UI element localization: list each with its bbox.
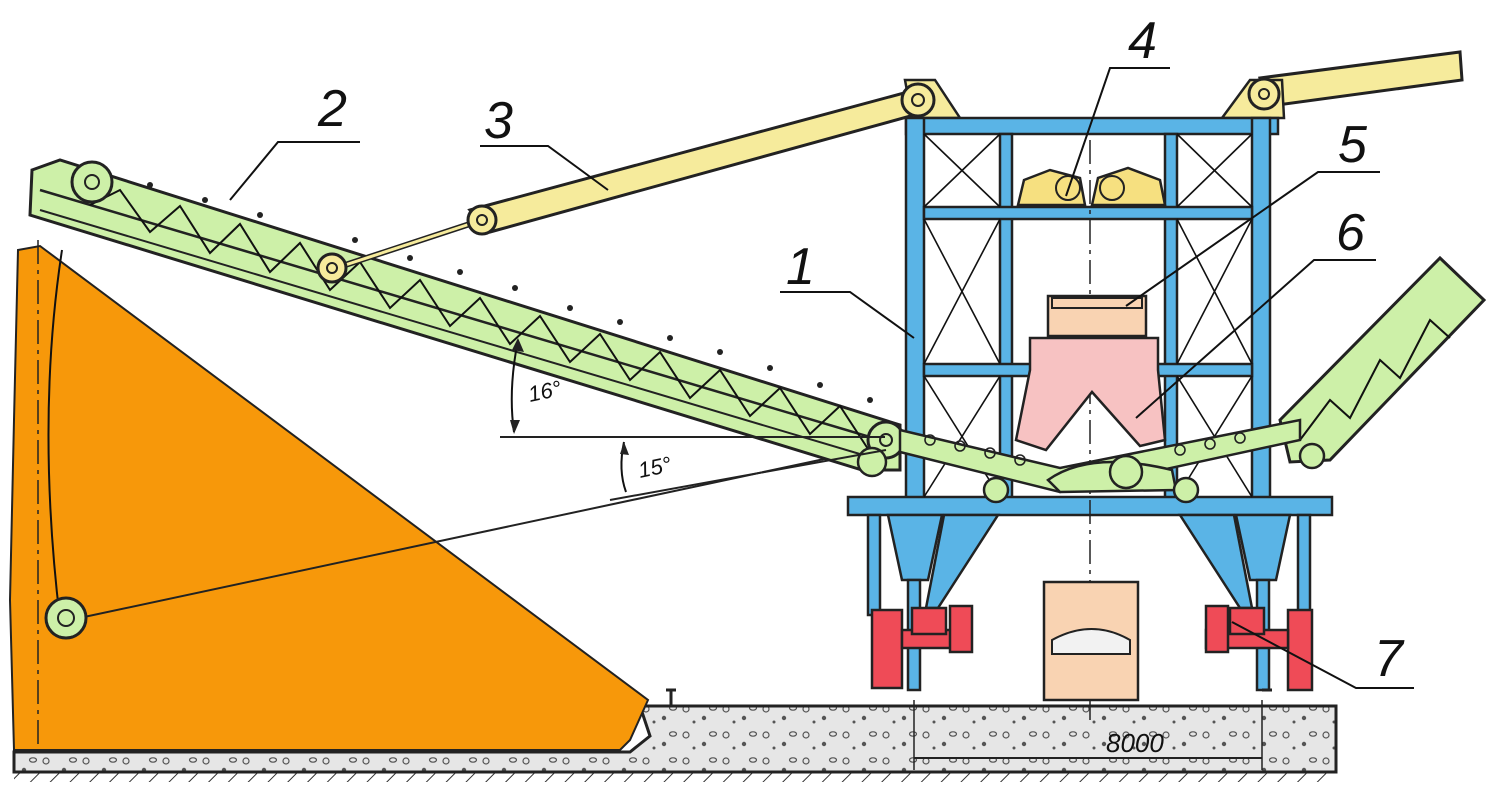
bogie-left [870, 604, 974, 690]
angle-lower-ray [609, 449, 887, 501]
leader-2 [229, 141, 360, 201]
boom-lattice [89, 188, 871, 453]
hopper [1046, 294, 1148, 338]
boom-strut [316, 78, 963, 284]
angle-label-lower: 15° [636, 451, 674, 482]
discharge-chute [1014, 336, 1167, 452]
frame-bracing [923, 133, 1253, 498]
right-boom-roller [1298, 442, 1326, 470]
under-leg-right [1296, 513, 1312, 617]
portal-conveyor [898, 418, 1302, 504]
leader-lines [229, 67, 1414, 689]
strut-pivot-top [900, 82, 936, 118]
rail-car [1042, 580, 1140, 702]
under-hopper-right [1234, 513, 1292, 582]
boom-head-wheel [70, 160, 114, 204]
callout-4: 4 [1128, 12, 1157, 70]
angle-arrow-lower [620, 442, 629, 455]
under-leg-left [866, 513, 882, 617]
frame-post-inner-left [998, 132, 1014, 506]
leader-7 [1231, 621, 1414, 689]
leader-5 [1125, 171, 1380, 307]
callout-5: 5 [1338, 116, 1368, 174]
callout-1: 1 [786, 238, 815, 296]
bogie-right [1204, 604, 1314, 692]
stockpile [8, 244, 650, 751]
portal-frame [846, 116, 1334, 517]
right-strut [1257, 50, 1464, 108]
callout-7: 7 [1374, 630, 1405, 688]
strut-bar [467, 88, 928, 234]
under-hopper-left [886, 513, 944, 582]
callout-6: 6 [1336, 204, 1365, 262]
callout-3: 3 [484, 92, 513, 150]
angle-arrow-upper-top [512, 338, 524, 352]
leader-4 [1065, 67, 1170, 197]
strut-tie-fill [329, 218, 483, 272]
boom-swing-arc [47, 249, 63, 621]
right-boom-truss [1278, 255, 1487, 464]
drive-unit [1016, 166, 1167, 207]
right-strut-pivot [1247, 77, 1281, 111]
right-boom [1219, 50, 1487, 470]
boom-bolts [147, 182, 873, 403]
callout-2: 2 [317, 80, 347, 138]
concrete-slab [12, 704, 1338, 774]
leader-6 [1135, 259, 1376, 419]
frame-deck-1 [922, 205, 1254, 221]
pivot-wheel-left [44, 596, 88, 640]
span-label: 8000 [1106, 728, 1164, 758]
stacker-boom [28, 158, 906, 478]
callout-numbers: 1 2 3 4 5 6 7 [317, 12, 1405, 688]
angle-arrow-upper [510, 420, 520, 434]
rail-markers [666, 688, 1272, 706]
boom-chord-upper [39, 188, 881, 442]
angle-dimensions: 16° 15° [500, 338, 887, 501]
boom-chord-lower [39, 209, 881, 461]
strut-joint-boom [316, 252, 348, 284]
angle-label-upper: 16° [526, 375, 564, 406]
boom-pivot [856, 420, 906, 478]
leader-3 [480, 145, 609, 191]
leader-1 [780, 291, 915, 339]
span-dimension: 8000 [913, 700, 1263, 770]
right-boom-lattice [1299, 318, 1451, 441]
strut-joint-lower [466, 204, 498, 236]
